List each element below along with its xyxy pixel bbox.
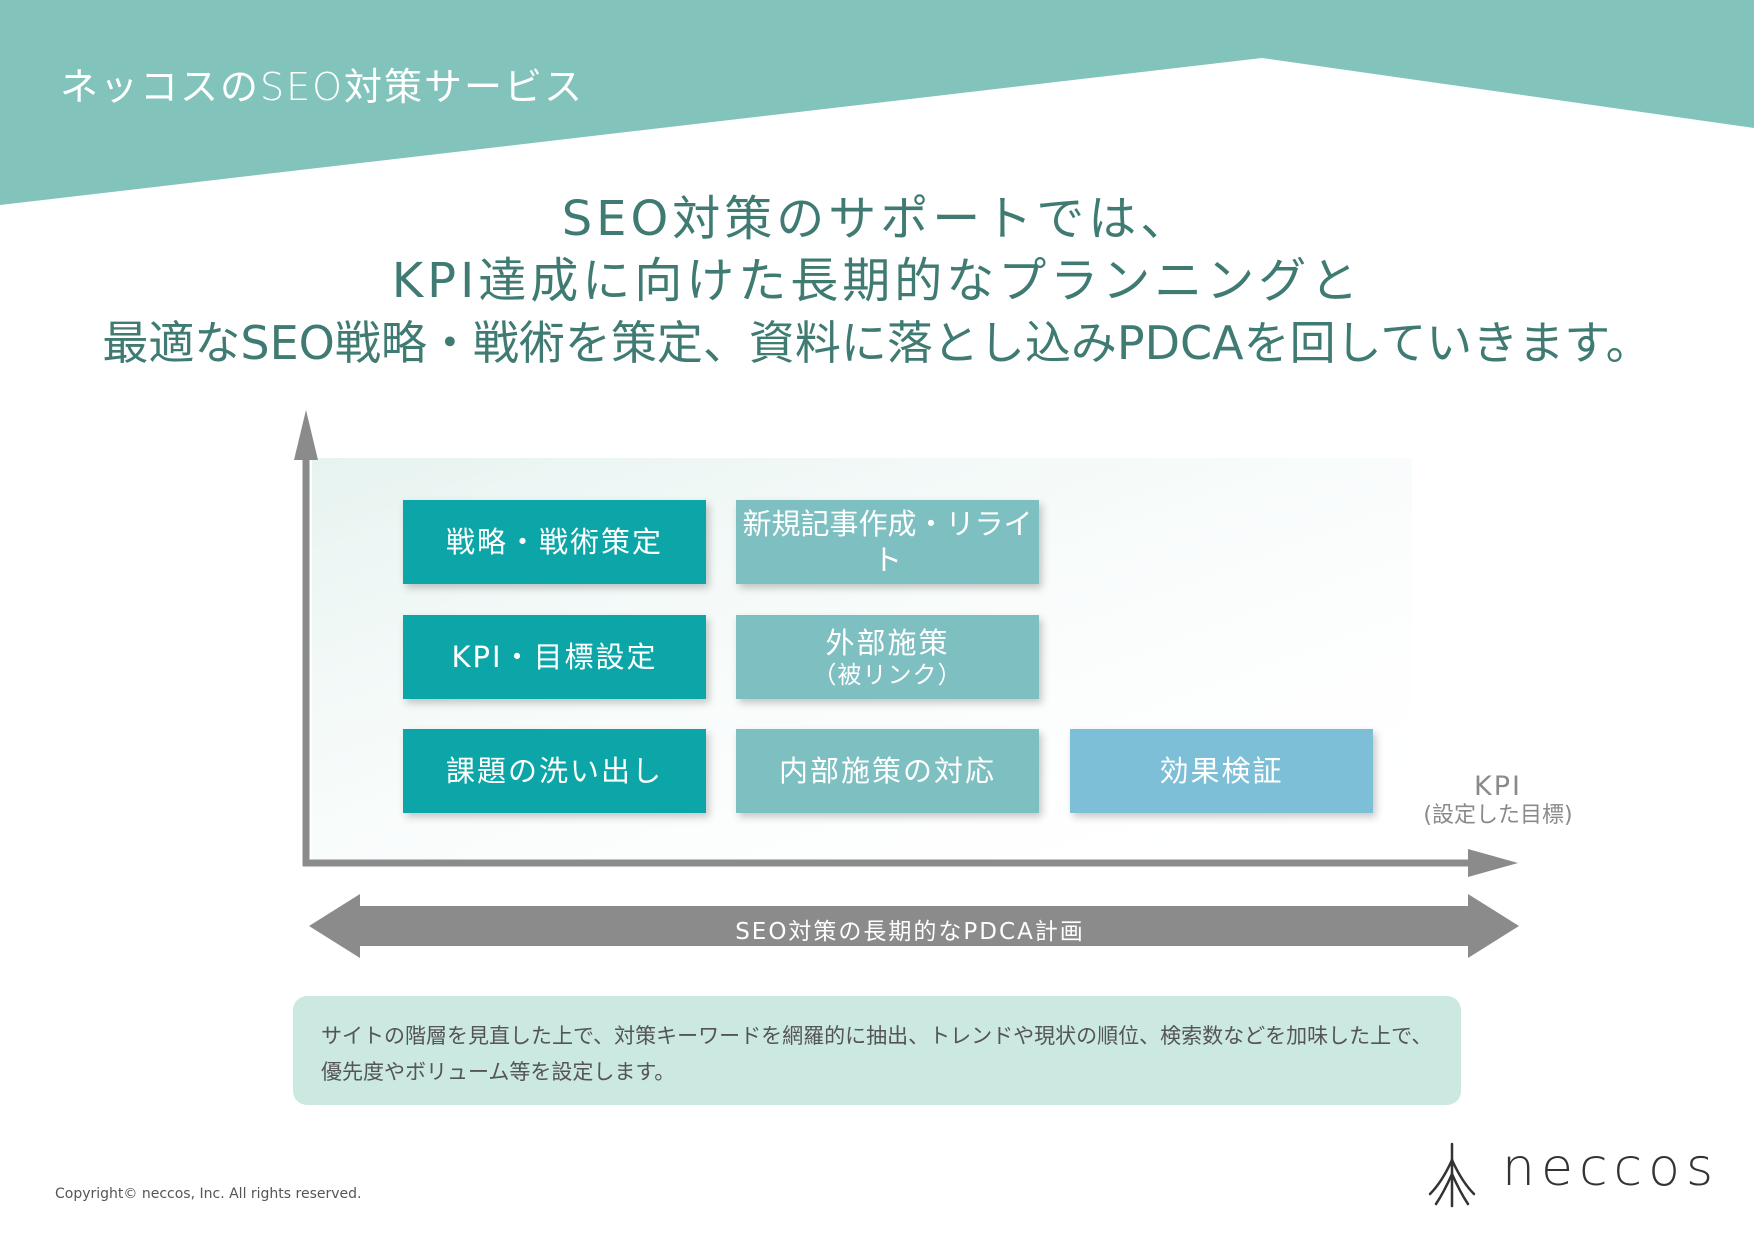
neccos-logo-icon bbox=[1428, 1142, 1476, 1208]
x-axis-label-main: KPI bbox=[1474, 771, 1522, 802]
step-external: 外部施策 （被リンク） bbox=[736, 615, 1039, 699]
step-verification-label: 効果検証 bbox=[1159, 754, 1284, 788]
step-content: 新規記事作成・リライト bbox=[736, 500, 1039, 584]
step-box-strategy bbox=[403, 500, 706, 584]
logo-text: neccos bbox=[1502, 1138, 1720, 1198]
x-axis-label: KPI (設定した目標) bbox=[1398, 772, 1598, 830]
step-issues: 課題の洗い出し bbox=[403, 729, 706, 813]
y-axis-arrowhead bbox=[294, 410, 318, 460]
step-strategy: 戦略・戦術策定 bbox=[403, 500, 706, 584]
x-axis-label-sub: (設定した目標) bbox=[1423, 803, 1573, 828]
step-issues-label: 課題の洗い出し bbox=[445, 754, 663, 788]
step-box-content bbox=[736, 500, 1039, 584]
page-title: ネッコスのSEO対策サービス bbox=[60, 65, 585, 109]
note-text: サイトの階層を見直した上で、対策キーワードを網羅的に抽出、トレンドや現状の順位、… bbox=[321, 1024, 1433, 1084]
step-strategy-label: 戦略・戦術策定 bbox=[445, 525, 663, 559]
step-internal-label: 内部施策の対応 bbox=[778, 754, 996, 788]
step-box-verification bbox=[1070, 729, 1373, 813]
headline-line-2: KPI達成に向けた長期的なプランニングと bbox=[391, 253, 1363, 309]
headline-line-3: 最適なSEO戦略・戦術を策定、資料に落とし込みPDCAを回していきます。 bbox=[102, 316, 1652, 370]
step-verification: 効果検証 bbox=[1070, 729, 1373, 813]
timeline-label: SEO対策の長期的なPDCA計画 bbox=[735, 919, 1085, 945]
step-content-label: 新規記事作成・リライト bbox=[742, 507, 1033, 577]
note-box: サイトの階層を見直した上で、対策キーワードを網羅的に抽出、トレンドや現状の順位、… bbox=[293, 996, 1461, 1105]
step-external-label: 外部施策 bbox=[825, 626, 950, 660]
headline-line-1: SEO対策のサポートでは、 bbox=[561, 191, 1193, 247]
step-kpi-label: KPI・目標設定 bbox=[451, 640, 658, 674]
step-external-sublabel: （被リンク） bbox=[812, 661, 963, 689]
header-band bbox=[0, 0, 1754, 205]
step-kpi: KPI・目標設定 bbox=[403, 615, 706, 699]
headline: SEO対策のサポートでは、 KPI達成に向けた長期的なプランニングと 最適なSE… bbox=[0, 188, 1754, 374]
timeline-double-arrow bbox=[309, 894, 1519, 958]
step-internal: 内部施策の対応 bbox=[736, 729, 1039, 813]
x-axis-arrowhead bbox=[1468, 849, 1518, 877]
copyright: Copyright© neccos, Inc. All rights reser… bbox=[55, 1186, 362, 1202]
step-box-issues bbox=[403, 729, 706, 813]
step-box-external bbox=[736, 615, 1039, 699]
step-box-kpi bbox=[403, 615, 706, 699]
step-box-internal bbox=[736, 729, 1039, 813]
